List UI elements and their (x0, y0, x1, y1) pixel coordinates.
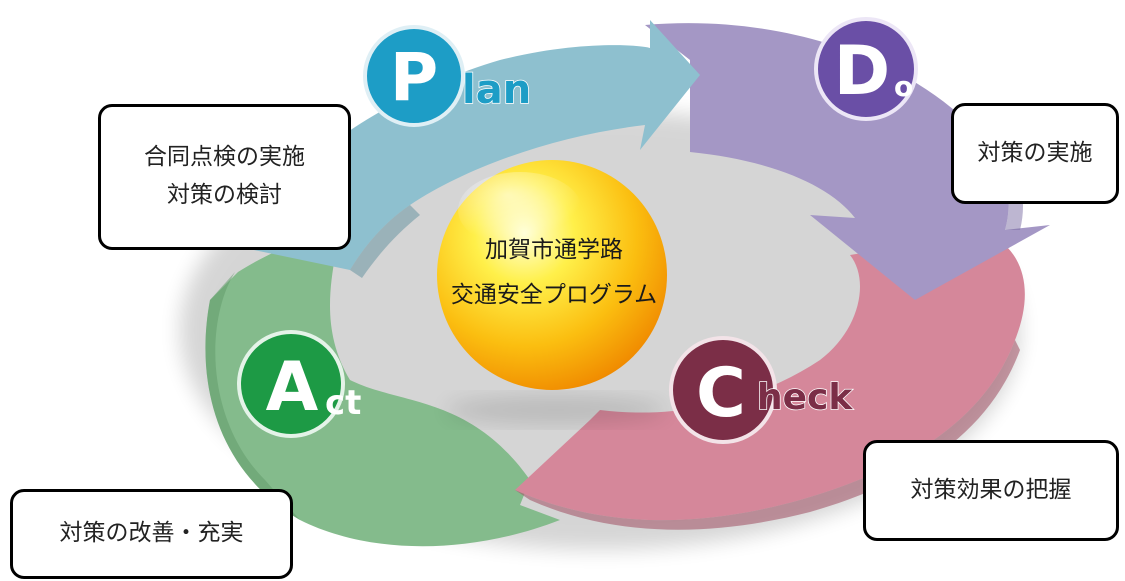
program-title-line-2: 交通安全プログラム (450, 281, 658, 308)
act-initial: A (266, 348, 319, 427)
plan-initial: P (390, 39, 438, 116)
do-description-box: 対策の実施 (951, 103, 1119, 204)
act-description-box: 対策の改善・充実 (10, 489, 293, 579)
plan-description-line-1: 合同点検の実施 (144, 144, 305, 171)
do-initial: D (834, 32, 890, 111)
do-badge-circle (814, 17, 918, 121)
act-badge: A ct (237, 330, 361, 438)
check-arrow-shade (515, 340, 1020, 530)
sphere-highlight (458, 172, 582, 248)
plan-badge: P lan (363, 25, 532, 127)
program-title-line-1: 加賀市通学路 (485, 237, 623, 263)
do-description-line-1: 対策の実施 (977, 139, 1093, 166)
act-badge-circle (237, 330, 345, 438)
act-description-line-1: 対策の改善・充実 (59, 520, 244, 547)
check-badge: C heck (669, 336, 854, 444)
do-arrow (645, 23, 1050, 300)
check-word-rest: heck (757, 377, 853, 418)
act-arrow-shade (205, 272, 300, 520)
program-title: 加賀市通学路 交通安全プログラム (440, 228, 668, 318)
sphere-shadow (446, 396, 666, 424)
plan-description-box: 合同点検の実施 対策の検討 (98, 104, 351, 250)
do-badge: D o (814, 17, 918, 121)
plan-word-rest: lan (462, 67, 531, 113)
check-initial: C (696, 354, 746, 433)
do-word-rest: o (894, 70, 913, 103)
plan-arrow-shade (350, 205, 420, 278)
check-description-box: 対策効果の把握 (863, 440, 1119, 541)
plan-description-line-2: 対策の検討 (167, 182, 282, 208)
act-arrow (205, 232, 560, 547)
check-badge-circle (669, 336, 777, 444)
check-description-line-1: 対策効果の把握 (910, 476, 1072, 503)
act-word-rest: ct (325, 383, 361, 423)
plan-badge-circle (363, 25, 465, 127)
